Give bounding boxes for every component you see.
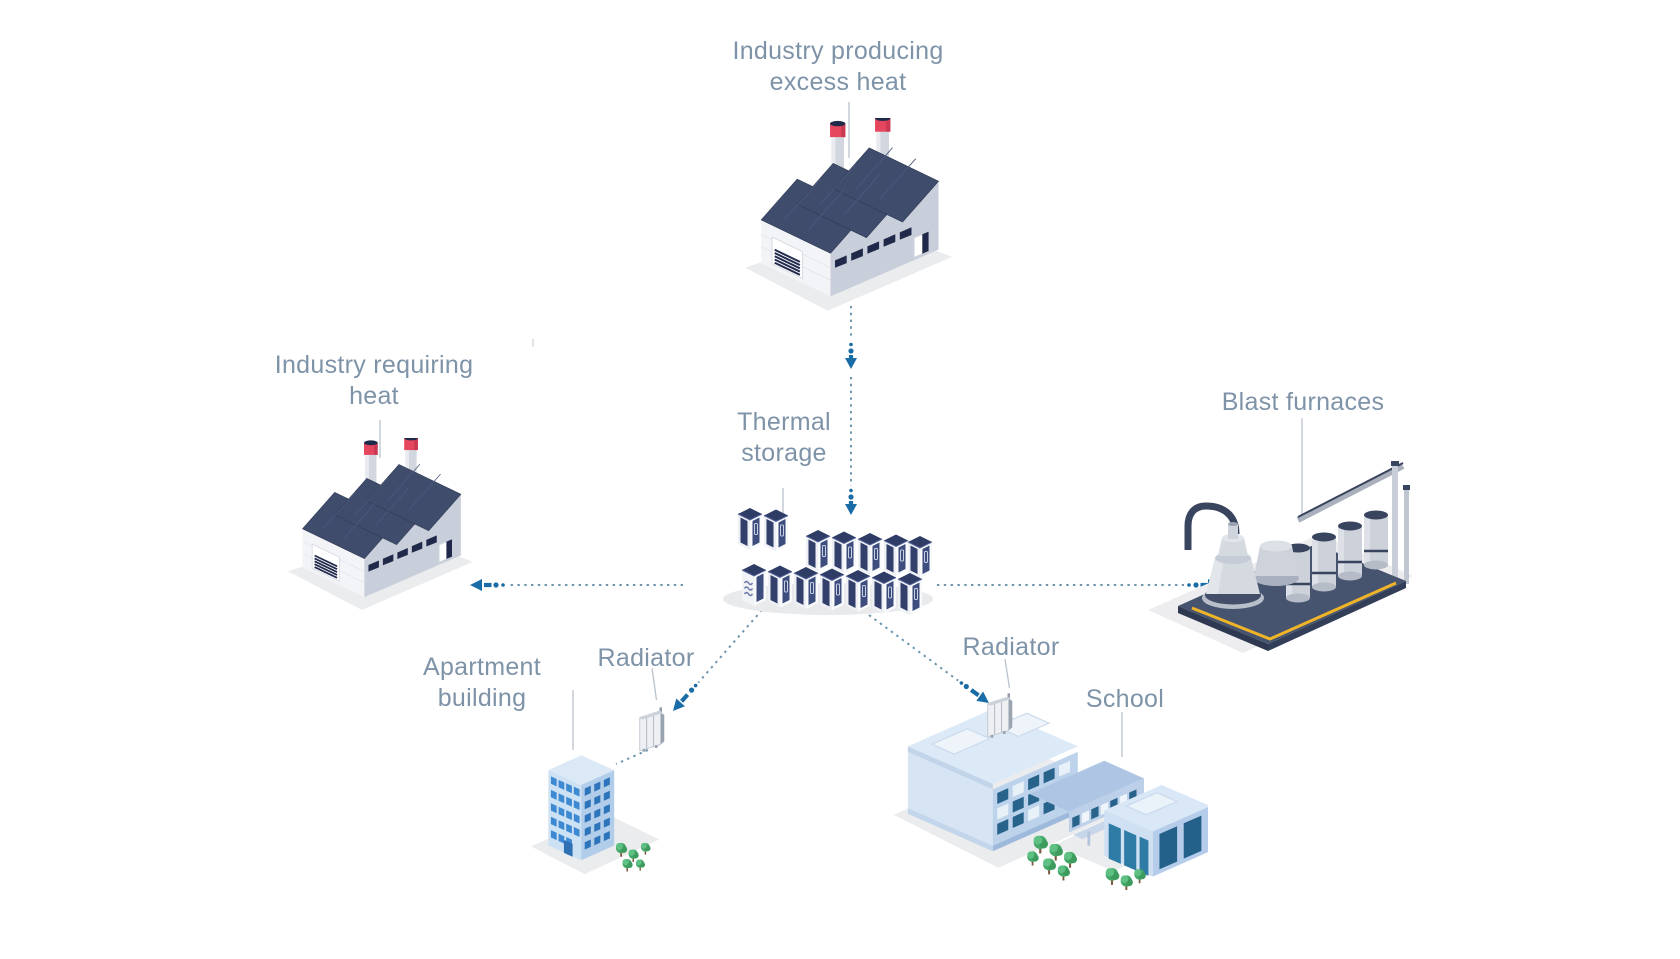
- label-industry-requiring-line1: Industry requiring: [274, 351, 474, 379]
- edge-radiator-to-apartment-dots: [615, 749, 649, 765]
- thermal-storage-battery-cabinets-icon: [723, 507, 933, 616]
- label-industry-producing: Industry producing excess heat: [663, 36, 1013, 98]
- edge-storage-to-apartment-dots: [697, 609, 763, 684]
- label-connector-lines: [379, 102, 1303, 757]
- radiator-icon: [638, 707, 665, 752]
- edge-storage-to-school-dots: [857, 606, 959, 682]
- label-thermal-storage-line1: Thermal: [737, 408, 831, 436]
- apartment-building-icon: [531, 755, 660, 875]
- label-thermal-storage: Thermal storage: [684, 407, 884, 469]
- label-radiator-right: Radiator: [962, 633, 1060, 661]
- label-industry-producing-line2: excess heat: [769, 68, 907, 96]
- factory-icon: [745, 118, 952, 311]
- label-radiator-left: Radiator: [597, 644, 695, 672]
- label-apartment-line1: Apartment: [422, 653, 542, 681]
- school-building-icon: [893, 708, 1208, 890]
- label-thermal-storage-line2: storage: [741, 439, 827, 467]
- arrowheads: [470, 342, 1220, 711]
- label-industry-requiring: Industry requiring heat: [224, 350, 524, 412]
- label-industry-requiring-line2: heat: [349, 382, 399, 410]
- label-apartment-line2: building: [437, 684, 527, 712]
- factory-icon: [288, 438, 473, 610]
- label-school: School: [1085, 685, 1165, 713]
- label-blast-furnaces: Blast furnaces: [1221, 388, 1385, 416]
- blast-furnace-plant-icon: [1148, 461, 1413, 653]
- radiator-icon: [986, 693, 1013, 738]
- label-apartment-building: Apartment building: [332, 652, 632, 714]
- label-industry-producing-line1: Industry producing: [732, 37, 944, 65]
